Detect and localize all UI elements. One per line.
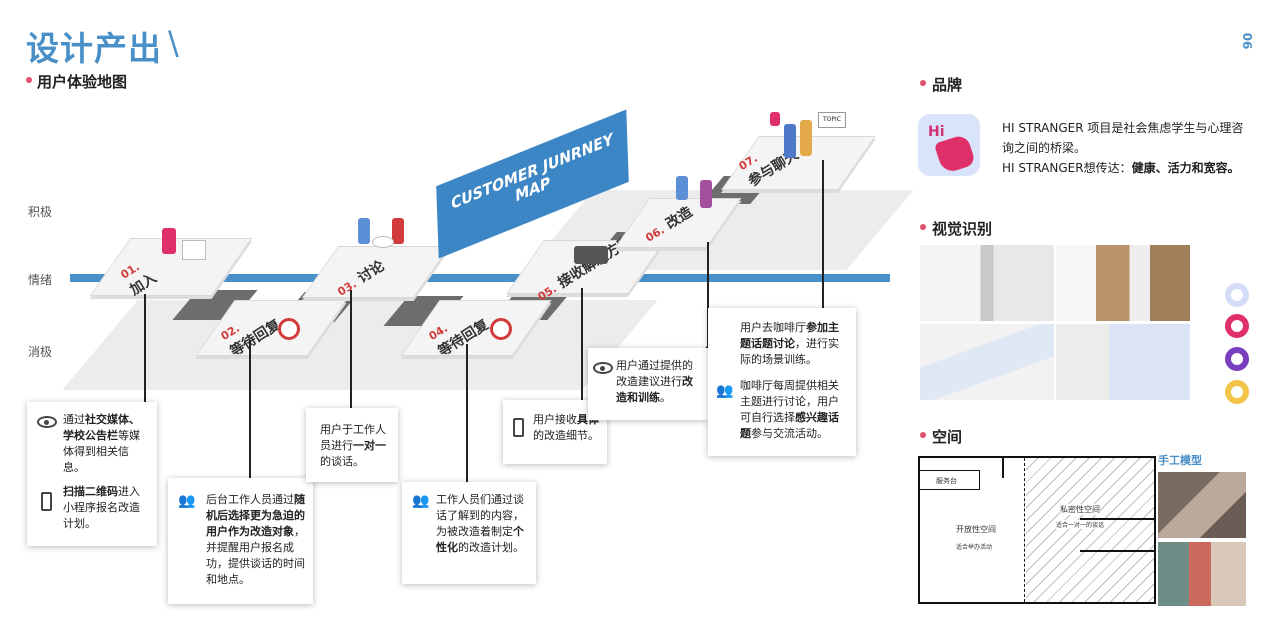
- color-swatch-2: [1225, 314, 1249, 338]
- axis-neutral-label: 情绪: [28, 273, 53, 287]
- brand-logo-text: Hi: [928, 124, 945, 140]
- topic-sign: TOPIC: [818, 112, 846, 128]
- leader-line: [249, 340, 251, 486]
- leader-line: [466, 344, 468, 490]
- open-area-label: 开放性空间: [956, 525, 996, 534]
- table-icon: [372, 236, 394, 248]
- phone-icon: [41, 492, 52, 511]
- stage-card-05: 用户接收具体的改造细节。: [503, 400, 607, 464]
- plan-wall: [1002, 458, 1004, 478]
- stage-card-02: 👥 后台工作人员通过随机后选择更为急迫的用户作为改造对象，并提醒用户报名成功，提…: [168, 478, 313, 604]
- plan-doorway: [1000, 588, 1022, 602]
- color-swatch-1: [1225, 283, 1249, 307]
- photo-products: [1056, 245, 1190, 321]
- private-area: [1026, 458, 1154, 602]
- person-figure-icon: [784, 124, 796, 158]
- leader-line: [707, 242, 709, 350]
- section-bullet: [26, 77, 32, 83]
- person-figure-icon: [358, 218, 370, 244]
- person-figure-icon: [162, 228, 176, 254]
- visual-section-title: 视觉识别: [932, 220, 993, 238]
- section-bullet: [920, 432, 926, 438]
- floor-plan: 服务台 开放性空间 适合举办活动 私密性空间 适合一对一的谈话: [918, 456, 1156, 604]
- clock-icon: [490, 318, 512, 340]
- axis-negative-label: 消极: [28, 345, 53, 359]
- section-bullet: [920, 224, 926, 230]
- handmade-model-label: 手工模型: [1158, 454, 1202, 467]
- page-title: 设计产出: [26, 29, 162, 68]
- leader-line: [822, 160, 824, 312]
- axis-positive-label: 积极: [28, 205, 53, 219]
- stage-card-01: 通过社交媒体、学校公告栏等媒体得到相关信息。 扫描二维码进入小程序报名改造计划。: [27, 402, 157, 546]
- leader-line: [144, 294, 146, 410]
- stage-card-04: 👥 工作人员们通过谈话了解到的内容，为被改造着制定个性化的改造计划。: [402, 482, 536, 584]
- people-icon: 👥: [412, 493, 430, 509]
- eye-icon: [593, 362, 613, 374]
- person-figure-icon: [700, 180, 712, 208]
- person-figure-icon: [676, 176, 688, 200]
- person-figure-icon: [770, 112, 780, 126]
- person-figure-icon: [392, 218, 404, 244]
- people-icon: 👥: [716, 383, 734, 399]
- reception-label: 服务台: [936, 477, 957, 485]
- photo-storefront: [920, 245, 1054, 321]
- page-number: 06: [1240, 32, 1254, 50]
- photo-model-2: [1158, 542, 1246, 606]
- photo-packaging: [1056, 324, 1190, 400]
- title-slash: \: [168, 24, 179, 62]
- clock-icon: [278, 318, 300, 340]
- leader-line: [581, 288, 583, 408]
- section-bullet: [920, 80, 926, 86]
- brand-section-title: 品牌: [932, 76, 963, 94]
- notice-board-icon: [182, 240, 206, 260]
- stage-card-06: 用户通过提供的改造建议进行改造和训练。: [588, 348, 708, 420]
- emotion-timeline: [70, 274, 890, 282]
- plan-divider: [1024, 458, 1026, 602]
- brand-description: HI STRANGER 项目是社会焦虑学生与心理咨询之间的桥梁。 HI STRA…: [1002, 121, 1244, 175]
- plan-wall: [1080, 550, 1154, 552]
- journey-section-title: 用户体验地图: [37, 73, 128, 91]
- leader-line: [350, 290, 352, 412]
- stage-card-07: 用户去咖啡厅参加主题话题讨论，进行实际的场景训练。 👥 咖啡厅每周提供相关主题进…: [708, 308, 856, 456]
- private-area-sublabel: 适合一对一的谈话: [1056, 520, 1105, 529]
- people-icon: 👥: [178, 493, 196, 509]
- color-swatch-4: [1225, 380, 1249, 404]
- phone-icon: [513, 418, 524, 437]
- eye-icon: [37, 416, 57, 428]
- reception-area: [920, 470, 980, 490]
- photo-lanyard: [920, 324, 1054, 400]
- space-section-title: 空间: [932, 428, 963, 446]
- open-area-sublabel: 适合举办活动: [956, 544, 993, 551]
- toolbox-icon: [574, 246, 608, 264]
- stage-card-03: 用户于工作人员进行一对一的谈话。: [306, 408, 398, 482]
- person-figure-icon: [800, 120, 812, 156]
- private-area-label: 私密性空间: [1060, 504, 1100, 515]
- photo-model-1: [1158, 472, 1246, 538]
- plan-wall: [1080, 518, 1154, 520]
- color-swatch-3: [1225, 347, 1249, 371]
- path-shadow: [62, 300, 658, 390]
